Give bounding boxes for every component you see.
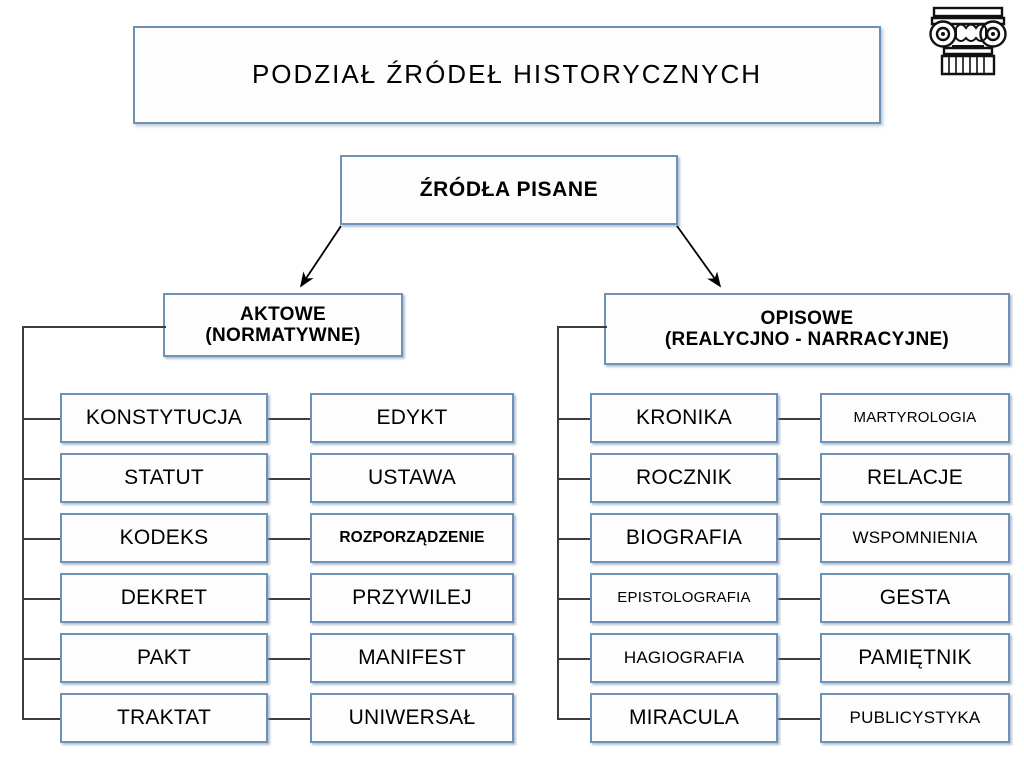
leaf-pakt: PAKT [60, 633, 268, 683]
leaf-relacje: RELACJE [820, 453, 1010, 503]
opisowe-spine-top [557, 326, 607, 328]
opisowe-link-6 [778, 718, 820, 720]
leaf-rocznik: ROCZNIK [590, 453, 778, 503]
leaf-rozporzadzenie: ROZPORZĄDZENIE [310, 513, 514, 563]
category-header-opisowe: OPISOWE (REALYCJNO - NARRACYJNE) [604, 293, 1010, 365]
opisowe-stub-4 [557, 598, 590, 600]
opisowe-link-5 [778, 658, 820, 660]
aktowe-stub-3 [22, 538, 60, 540]
root-node-zrodla-pisane: ŹRÓDŁA PISANE [340, 155, 678, 225]
opisowe-stub-5 [557, 658, 590, 660]
category-header-aktowe: AKTOWE (NORMATYWNE) [163, 293, 403, 357]
aktowe-link-2 [268, 478, 310, 480]
leaf-manifest: MANIFEST [310, 633, 514, 683]
aktowe-link-4 [268, 598, 310, 600]
aktowe-link-5 [268, 658, 310, 660]
leaf-wspomnienia: WSPOMNIENIA [820, 513, 1010, 563]
opisowe-link-3 [778, 538, 820, 540]
aktowe-stub-2 [22, 478, 60, 480]
opisowe-spine-vertical [557, 326, 559, 718]
leaf-edykt: EDYKT [310, 393, 514, 443]
aktowe-link-1 [268, 418, 310, 420]
leaf-kodeks: KODEKS [60, 513, 268, 563]
opisowe-stub-6 [557, 718, 590, 720]
aktowe-stub-1 [22, 418, 60, 420]
aktowe-stub-5 [22, 658, 60, 660]
leaf-ustawa: USTAWA [310, 453, 514, 503]
leaf-pamietnik: PAMIĘTNIK [820, 633, 1010, 683]
opisowe-link-1 [778, 418, 820, 420]
ionic-column-capital-icon [922, 4, 1014, 80]
aktowe-stub-4 [22, 598, 60, 600]
leaf-publicystyka: PUBLICYSTYKA [820, 693, 1010, 743]
leaf-gesta: GESTA [820, 573, 1010, 623]
leaf-hagiografia: HAGIOGRAFIA [590, 633, 778, 683]
leaf-konstytucja: KONSTYTUCJA [60, 393, 268, 443]
page-title: PODZIAŁ ŹRÓDEŁ HISTORYCZNYCH [133, 26, 881, 124]
leaf-przywilej: PRZYWILEJ [310, 573, 514, 623]
aktowe-spine-top [22, 326, 166, 328]
leaf-dekret: DEKRET [60, 573, 268, 623]
aktowe-spine-vertical [22, 326, 24, 718]
opisowe-stub-2 [557, 478, 590, 480]
leaf-epistolografia: EPISTOLOGRAFIA [590, 573, 778, 623]
leaf-martyrologia: MARTYROLOGIA [820, 393, 1010, 443]
aktowe-link-3 [268, 538, 310, 540]
leaf-uniwersal: UNIWERSAŁ [310, 693, 514, 743]
leaf-traktat: TRAKTAT [60, 693, 268, 743]
opisowe-stub-3 [557, 538, 590, 540]
aktowe-link-6 [268, 718, 310, 720]
opisowe-link-4 [778, 598, 820, 600]
opisowe-stub-1 [557, 418, 590, 420]
leaf-statut: STATUT [60, 453, 268, 503]
opisowe-link-2 [778, 478, 820, 480]
aktowe-stub-6 [22, 718, 60, 720]
leaf-miracula: MIRACULA [590, 693, 778, 743]
leaf-biografia: BIOGRAFIA [590, 513, 778, 563]
leaf-kronika: KRONIKA [590, 393, 778, 443]
